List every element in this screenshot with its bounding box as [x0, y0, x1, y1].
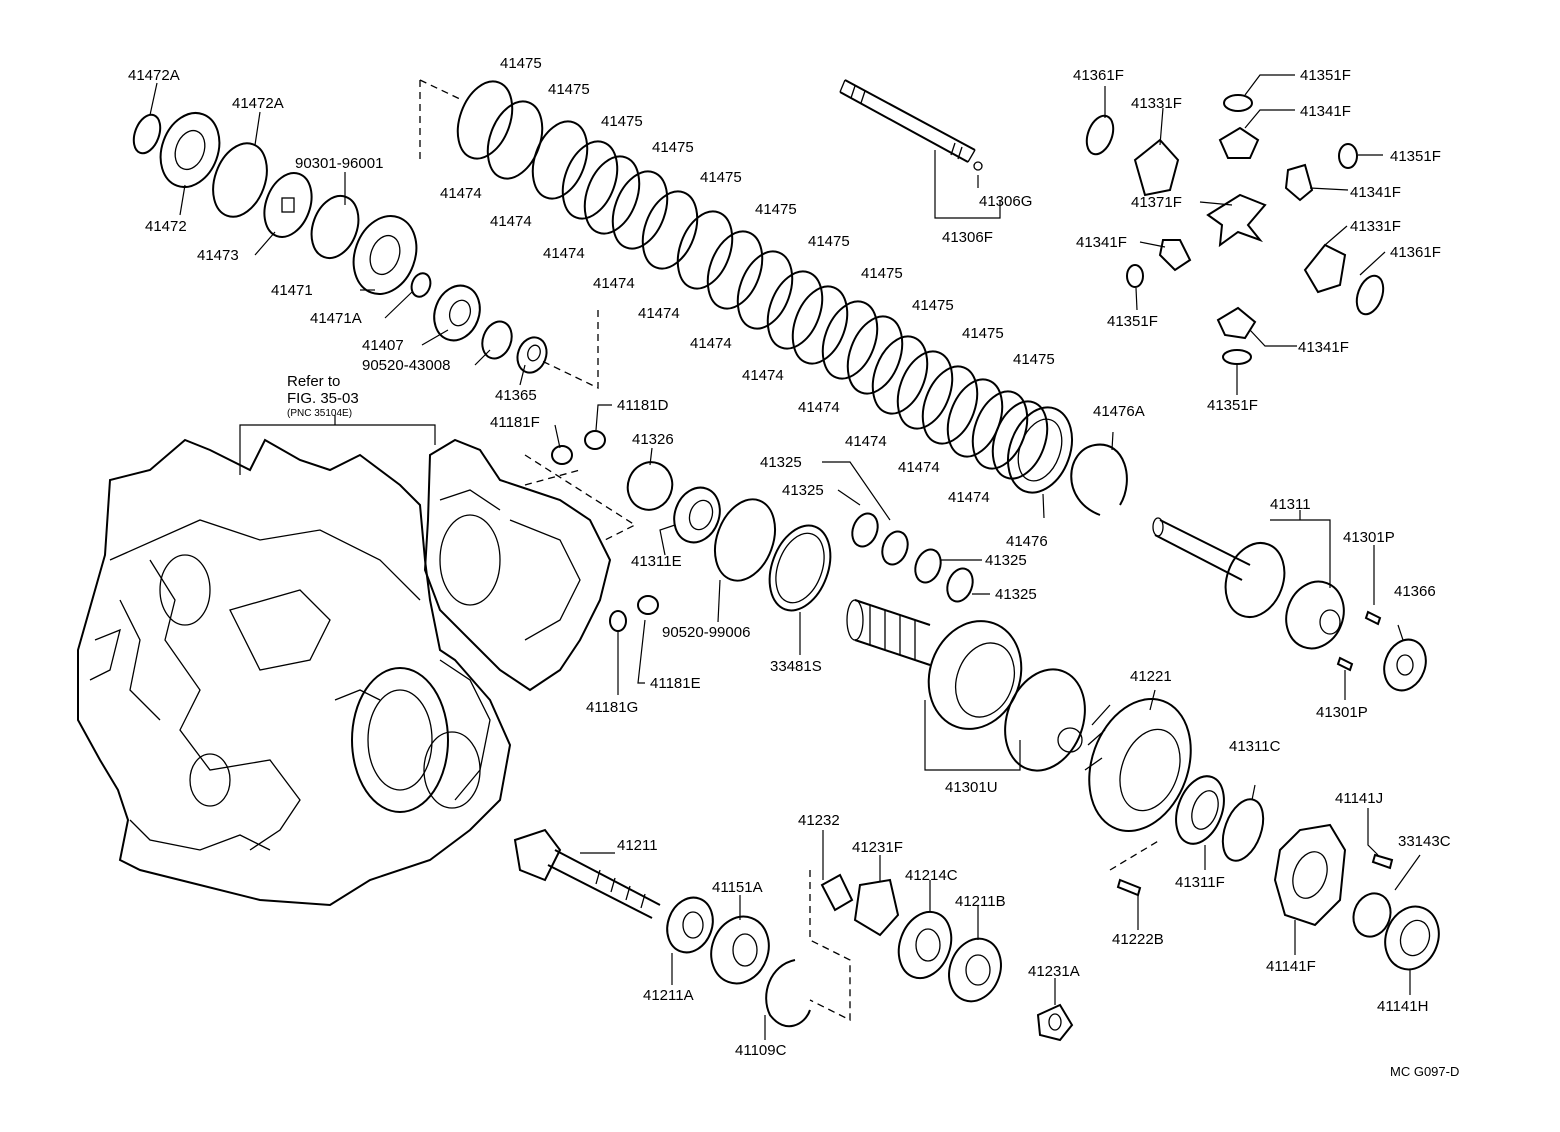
- label-41471A: 41471A: [310, 310, 362, 327]
- label-41181D: 41181D: [617, 397, 669, 414]
- leader-lines: [149, 74, 1421, 1040]
- label-41341F: 41341F: [1076, 234, 1127, 251]
- drive-shaft-41301U: [846, 599, 1086, 772]
- label-41407: 41407: [362, 337, 404, 354]
- label-41474: 41474: [440, 185, 482, 202]
- label-41351F: 41351F: [1107, 313, 1158, 330]
- label-33143C: 33143C: [1398, 833, 1451, 850]
- label-41325: 41325: [985, 552, 1027, 569]
- clutch-plate-stack: [456, 80, 1128, 516]
- middle-parts: [524, 430, 974, 632]
- label-41351F: 41351F: [1207, 397, 1258, 414]
- label-41474: 41474: [593, 275, 635, 292]
- label-41475: 41475: [861, 265, 903, 282]
- label-41475: 41475: [700, 169, 742, 186]
- label-41311E: 41311E: [631, 553, 682, 570]
- label-41474: 41474: [948, 489, 990, 506]
- label-41474: 41474: [543, 245, 585, 262]
- label-41476A: 41476A: [1093, 403, 1145, 420]
- label-41361F: 41361F: [1390, 244, 1441, 261]
- label-41231A: 41231A: [1028, 963, 1080, 980]
- label-41475: 41475: [808, 233, 850, 250]
- label-41365: 41365: [495, 387, 537, 404]
- drawing-code: MC G097-D: [1390, 1064, 1459, 1079]
- label-41351F: 41351F: [1390, 148, 1441, 165]
- label-41181E: 41181E: [650, 675, 701, 692]
- lower-parts: [513, 828, 1074, 1042]
- part-number-labels: 41472A 41472A 41472 41473 90301-96001 41…: [128, 55, 1451, 1059]
- label-41301U: 41301U: [945, 779, 998, 796]
- label-41474: 41474: [490, 213, 532, 230]
- label-41214C: 41214C: [905, 867, 958, 884]
- label-41474: 41474: [845, 433, 887, 450]
- label-41211B: 41211B: [955, 893, 1006, 910]
- reference-note-line2: FIG. 35-03: [287, 390, 359, 407]
- label-41331F: 41331F: [1131, 95, 1182, 112]
- label-41341F: 41341F: [1300, 103, 1351, 120]
- label-41181F: 41181F: [490, 414, 540, 431]
- label-41471: 41471: [271, 282, 313, 299]
- label-41331F: 41331F: [1350, 218, 1401, 235]
- label-90301-96001: 90301-96001: [295, 155, 383, 172]
- label-41361F: 41361F: [1073, 67, 1124, 84]
- label-41211: 41211: [617, 837, 658, 854]
- label-41472A: 41472A: [128, 67, 180, 84]
- label-41475: 41475: [652, 139, 694, 156]
- shaft-41306F: [839, 79, 1001, 219]
- label-41475: 41475: [912, 297, 954, 314]
- label-41311F: 41311F: [1175, 874, 1225, 891]
- label-41474: 41474: [690, 335, 732, 352]
- label-41301P: 41301P: [1316, 704, 1368, 721]
- label-41475: 41475: [601, 113, 643, 130]
- label-41476: 41476: [1006, 533, 1048, 550]
- label-41472A: 41472A: [232, 95, 284, 112]
- label-41475: 41475: [962, 325, 1004, 342]
- label-41306F: 41306F: [942, 229, 993, 246]
- label-41475: 41475: [548, 81, 590, 98]
- label-41311C: 41311C: [1229, 738, 1281, 755]
- label-41306G: 41306G: [979, 193, 1032, 210]
- reference-note-line3: (PNC 35104E): [287, 408, 352, 419]
- label-41301P: 41301P: [1343, 529, 1395, 546]
- label-90520-99006: 90520-99006: [662, 624, 750, 641]
- label-41232: 41232: [798, 812, 840, 829]
- label-41231F: 41231F: [852, 839, 903, 856]
- label-41325: 41325: [995, 586, 1037, 603]
- right-side-parts: [1084, 510, 1440, 971]
- label-41351F: 41351F: [1300, 67, 1351, 84]
- label-41475: 41475: [500, 55, 542, 72]
- label-41141H: 41141H: [1377, 998, 1428, 1015]
- label-41475: 41475: [755, 201, 797, 218]
- label-41474: 41474: [638, 305, 680, 322]
- label-41222B: 41222B: [1112, 931, 1164, 948]
- label-41141J: 41141J: [1335, 790, 1383, 807]
- label-41472: 41472: [145, 218, 187, 235]
- label-41474: 41474: [798, 399, 840, 416]
- transaxle-case-drawing: [77, 415, 612, 907]
- upper-left-parts: [132, 79, 599, 390]
- label-33481S: 33481S: [770, 658, 822, 675]
- label-41151A: 41151A: [712, 879, 763, 896]
- label-41141F: 41141F: [1266, 958, 1316, 975]
- label-41474: 41474: [898, 459, 940, 476]
- label-41366: 41366: [1394, 583, 1436, 600]
- label-41371F: 41371F: [1131, 194, 1182, 211]
- reference-note-line1: Refer to: [287, 373, 340, 390]
- label-41474: 41474: [742, 367, 784, 384]
- label-90520-43008: 90520-43008: [362, 357, 450, 374]
- label-41341F: 41341F: [1350, 184, 1401, 201]
- label-41326: 41326: [632, 431, 674, 448]
- label-41325: 41325: [760, 454, 802, 471]
- label-41473: 41473: [197, 247, 239, 264]
- label-41181G: 41181G: [586, 699, 638, 716]
- label-41211A: 41211A: [643, 987, 694, 1004]
- label-41325: 41325: [782, 482, 824, 499]
- label-41341F: 41341F: [1298, 339, 1349, 356]
- label-41475: 41475: [1013, 351, 1055, 368]
- label-41311: 41311: [1270, 496, 1311, 513]
- label-41221: 41221: [1130, 668, 1172, 685]
- label-41109C: 41109C: [735, 1042, 787, 1059]
